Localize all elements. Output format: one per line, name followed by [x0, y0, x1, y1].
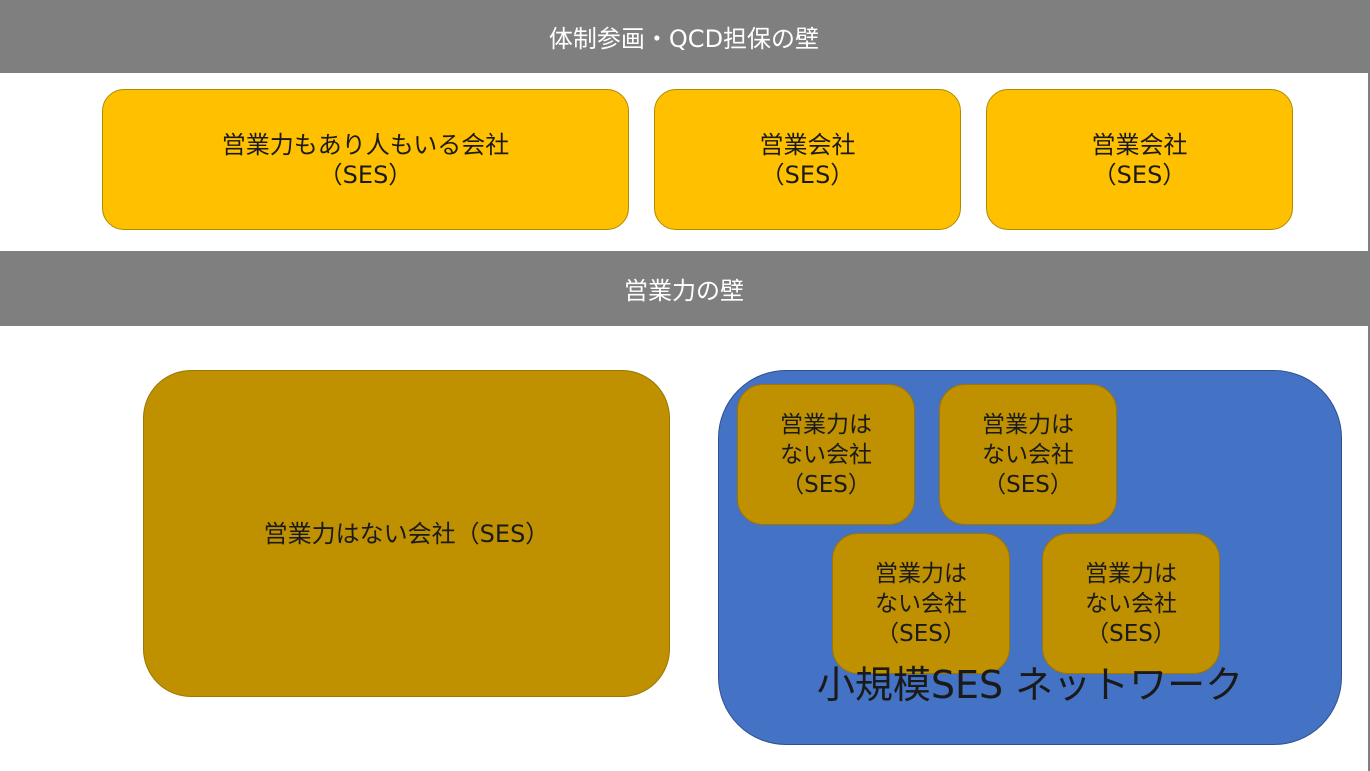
company-name: 営業力もあり人もいる会社	[221, 130, 510, 159]
middle-band-text: 営業力の壁	[624, 277, 744, 305]
company-line3: （SES）	[983, 471, 1073, 498]
network-company-4: 営業力は ない会社 （SES）	[1042, 533, 1220, 674]
large-company-text: 営業力はない会社（SES）	[263, 519, 550, 548]
company-type: （SES）	[1092, 160, 1187, 189]
company-box-sales-2: 営業会社 （SES）	[986, 89, 1293, 230]
company-line2: ない会社	[875, 590, 967, 617]
company-box-sales-1: 営業会社 （SES）	[654, 89, 961, 230]
header-band-text: 体制参画・QCD担保の壁	[548, 25, 820, 53]
company-line2: ない会社	[780, 441, 872, 468]
network-company-3: 営業力は ない会社 （SES）	[832, 533, 1010, 674]
company-line3: （SES）	[876, 620, 966, 647]
company-line1: 営業力は	[982, 411, 1074, 438]
company-line2: ない会社	[1085, 590, 1177, 617]
large-company-box: 営業力はない会社（SES）	[143, 370, 670, 697]
right-edge-line	[1368, 0, 1370, 771]
company-line1: 営業力は	[1085, 560, 1177, 587]
network-company-1: 営業力は ない会社 （SES）	[737, 384, 915, 525]
company-line1: 営業力は	[780, 411, 872, 438]
company-type: （SES）	[760, 160, 855, 189]
company-line1: 営業力は	[875, 560, 967, 587]
network-label: 小規模SES ネットワーク	[816, 663, 1244, 707]
company-type: （SES）	[318, 160, 413, 189]
network-company-2: 営業力は ない会社 （SES）	[939, 384, 1117, 525]
company-box-strong: 営業力もあり人もいる会社 （SES）	[102, 89, 629, 230]
company-name: 営業会社	[1091, 130, 1188, 159]
middle-band: 営業力の壁	[0, 251, 1368, 326]
header-band: 体制参画・QCD担保の壁	[0, 0, 1368, 73]
company-line2: ない会社	[982, 441, 1074, 468]
company-line3: （SES）	[781, 471, 871, 498]
company-line3: （SES）	[1086, 620, 1176, 647]
company-name: 営業会社	[759, 130, 856, 159]
